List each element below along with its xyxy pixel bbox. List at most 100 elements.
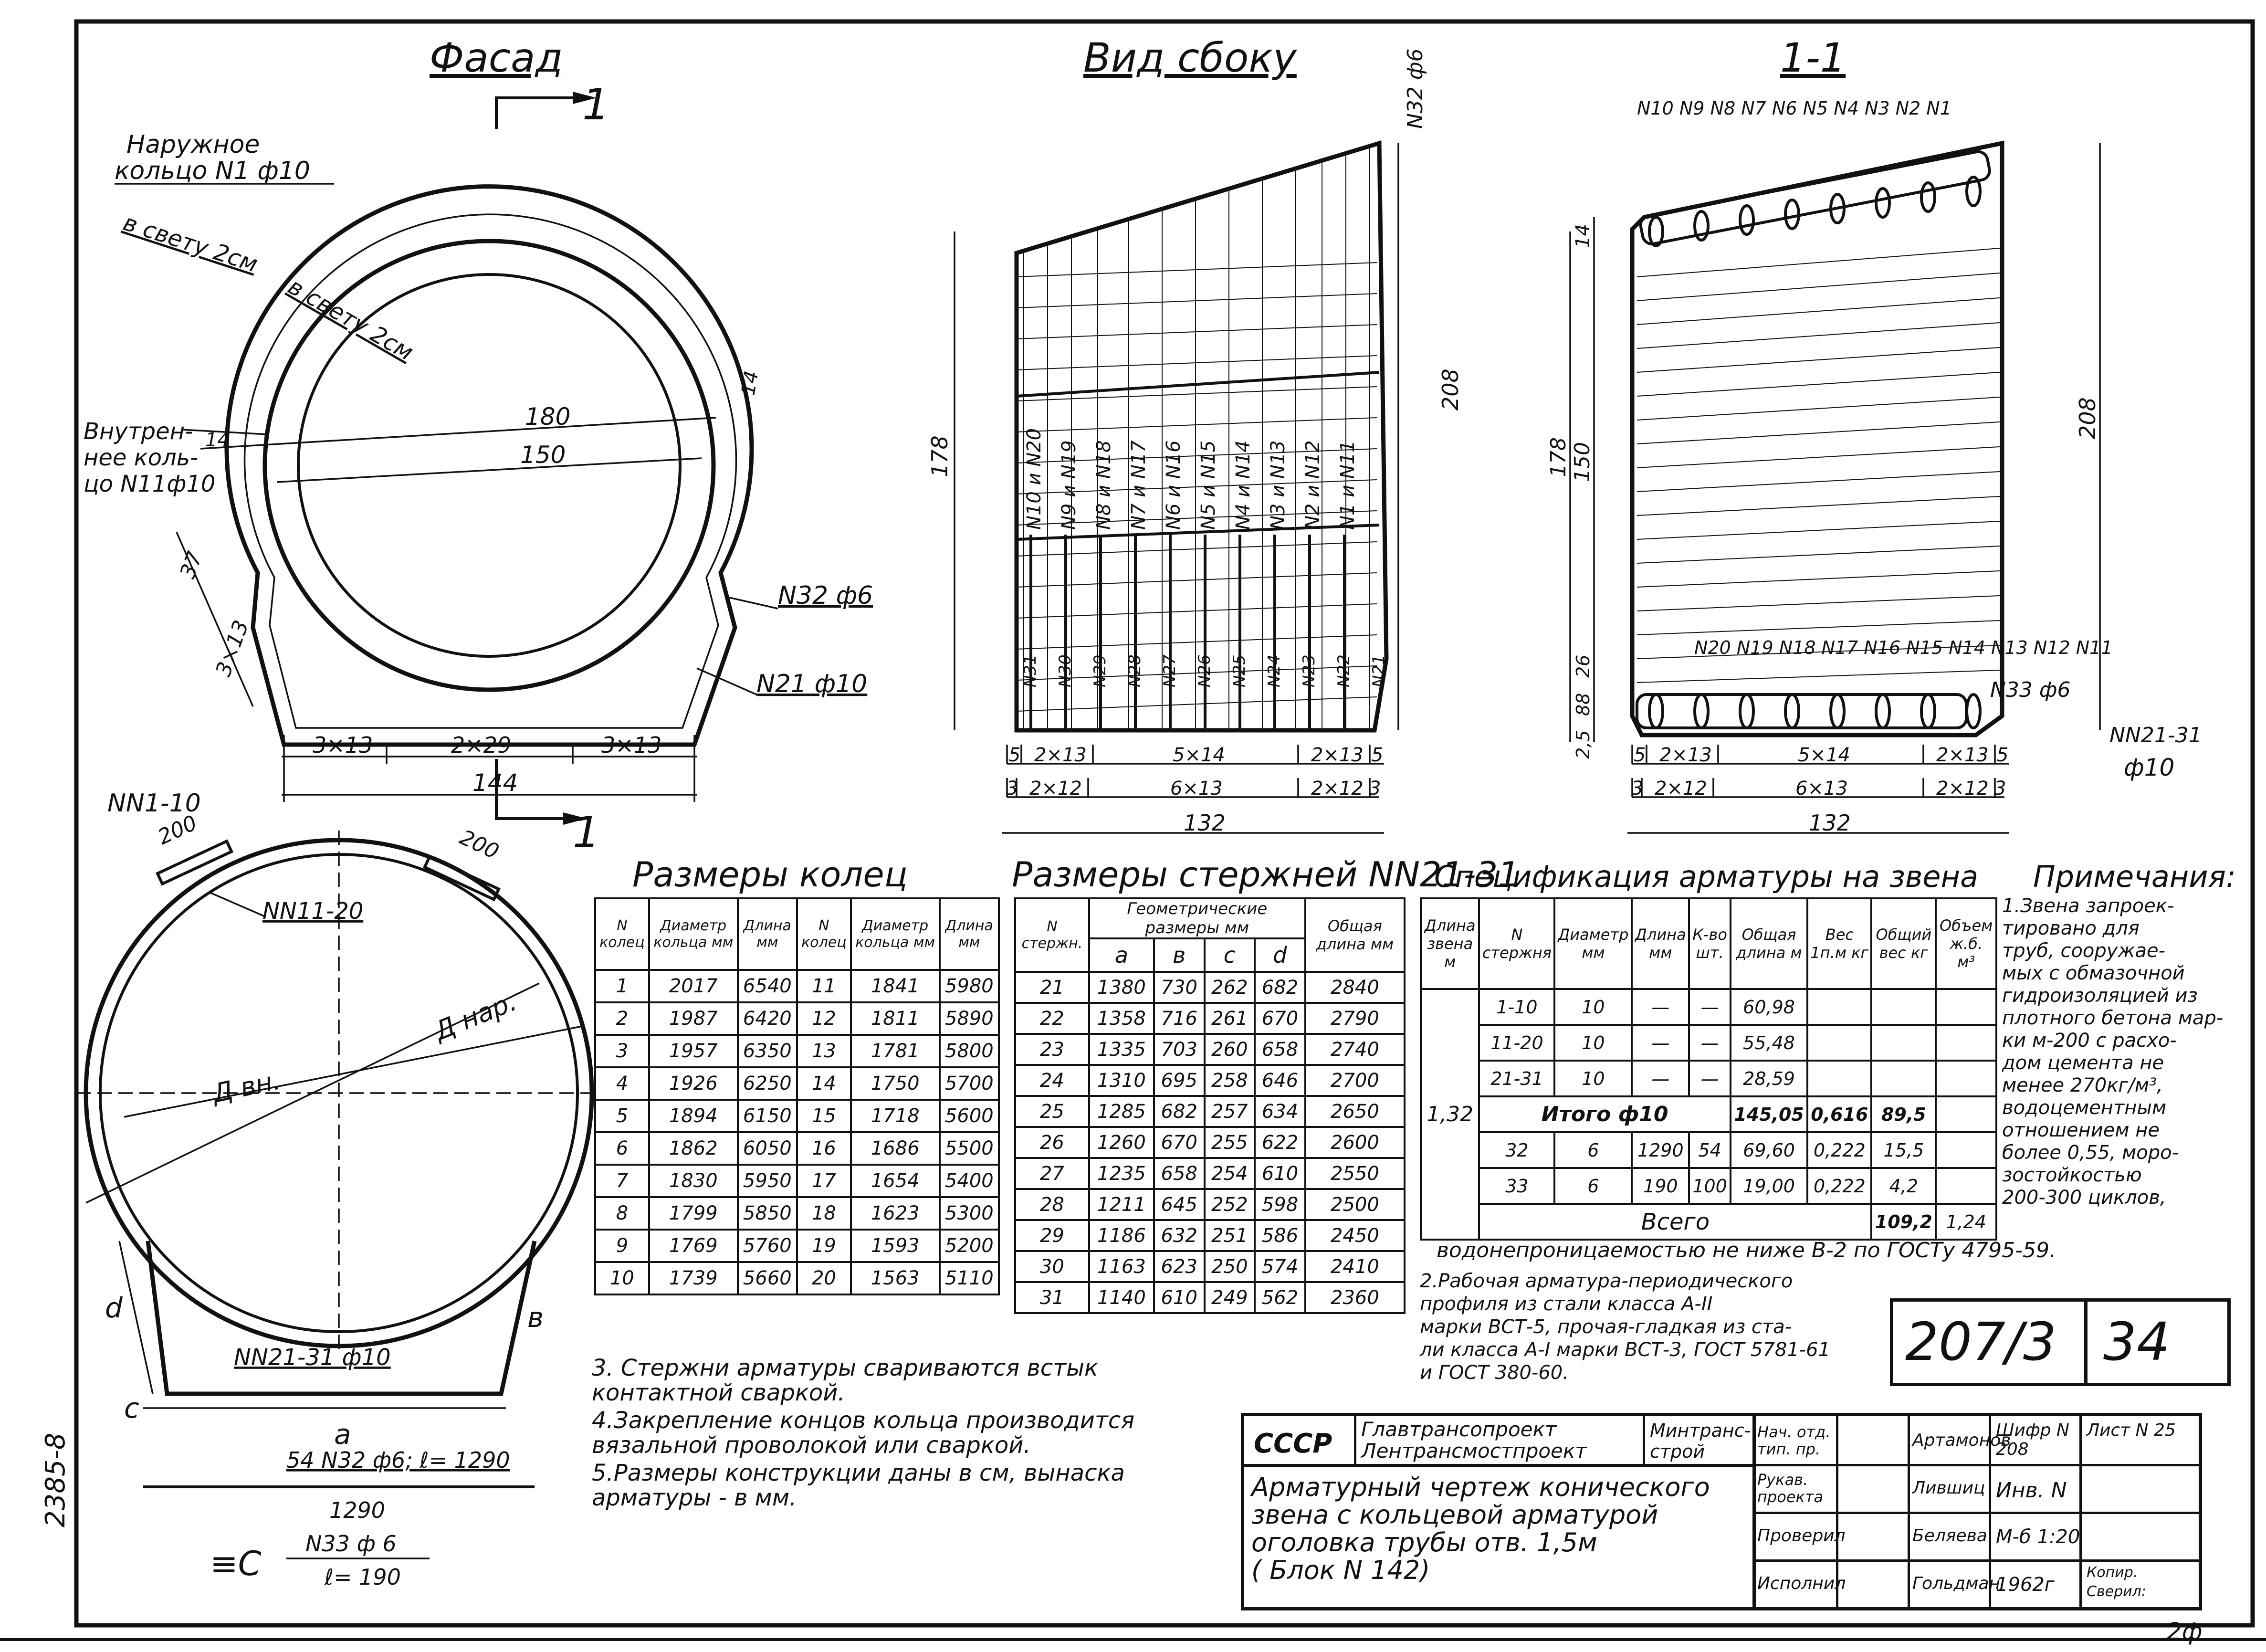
rod-table-col-header: a bbox=[1088, 937, 1155, 973]
ring-table-cell: 5660 bbox=[736, 1261, 798, 1295]
clear-gap-label-1: в свету 2см bbox=[120, 209, 261, 278]
ring-table-cell: 1830 bbox=[648, 1164, 739, 1198]
spec-table-cell: 1-10 bbox=[1478, 988, 1556, 1026]
spec-table-cell: 54 bbox=[1688, 1131, 1731, 1169]
note-5: 5.Размеры конструкции даны в см, вынаска… bbox=[592, 1460, 1125, 1511]
note-4: 4.Закрепление концов кольца производится… bbox=[592, 1407, 1135, 1459]
rod-table-cell: 2550 bbox=[1304, 1157, 1406, 1190]
corner-mark: 2ф bbox=[2167, 1618, 2203, 1645]
section-top-rebar bbox=[1639, 150, 1991, 246]
spec-table-cell: — bbox=[1688, 1060, 1731, 1097]
side-bottom-bar-label: N26 bbox=[1195, 654, 1214, 687]
bent-bar-nn21-31 bbox=[146, 1241, 537, 1396]
spec-table-cell bbox=[1935, 1131, 1997, 1169]
section-layer-line bbox=[1637, 620, 2000, 635]
tb-copy: Копир. bbox=[2087, 1564, 2138, 1581]
side-grid-row bbox=[1016, 603, 1377, 619]
d-outer-label: Д нар. bbox=[429, 987, 521, 1047]
ring-table-cell: 12 bbox=[796, 1001, 852, 1036]
spec-table-cell: — bbox=[1631, 1060, 1690, 1097]
rod-table-cell: 695 bbox=[1153, 1064, 1206, 1097]
ring-table-cell: 5760 bbox=[736, 1229, 798, 1263]
ring-table-cell: 1718 bbox=[850, 1099, 941, 1133]
section-layer-line bbox=[1637, 421, 2000, 444]
ring-table-cell: 5200 bbox=[938, 1229, 1000, 1263]
ring-table-cell: 16 bbox=[796, 1131, 852, 1166]
section-rebar-loop bbox=[1784, 199, 1800, 230]
rod-table-cell: 623 bbox=[1153, 1250, 1206, 1283]
rod-table-cell: 1211 bbox=[1088, 1188, 1155, 1221]
section-rebar-loop bbox=[1920, 181, 1936, 213]
side-bar-label: N8 и N18 bbox=[1093, 440, 1115, 530]
side-bar-label: N2 и N12 bbox=[1302, 440, 1324, 530]
rod-table-cell: 255 bbox=[1203, 1126, 1256, 1159]
ring-table-cell: 6420 bbox=[736, 1001, 798, 1036]
side-stamp: 2385-8 bbox=[40, 1433, 71, 1527]
side-bottom-bar-label: N23 bbox=[1300, 654, 1319, 687]
ring-table-cell: 1987 bbox=[648, 1001, 739, 1036]
ring-table-cell: 2017 bbox=[648, 969, 739, 1003]
rod-table-cell: 645 bbox=[1153, 1188, 1206, 1221]
ring-table-cell: 9 bbox=[594, 1229, 650, 1263]
dim-label-row1: 2×13 bbox=[1659, 744, 1712, 766]
rod-table-cell: 716 bbox=[1153, 1002, 1206, 1035]
ring-table-cell: 20 bbox=[796, 1261, 852, 1295]
side-grid-row bbox=[1016, 324, 1377, 339]
rod-table-cell: 250 bbox=[1203, 1250, 1256, 1283]
section-rebar-loop bbox=[1648, 693, 1664, 729]
side-grid-row bbox=[1016, 572, 1377, 588]
spec-table-header: Общая длина м bbox=[1729, 897, 1809, 990]
rod-table-header-total: Общая длина мм bbox=[1304, 897, 1406, 973]
side-bar-label: N7 и N17 bbox=[1128, 440, 1150, 530]
section-rebar-loop bbox=[1693, 210, 1710, 242]
section-n33-label: N33 ф6 bbox=[1990, 678, 2071, 702]
spec-table-cell: 28,59 bbox=[1729, 1060, 1809, 1097]
side-bar-label: N4 и N14 bbox=[1232, 440, 1254, 530]
rod-table-cell: 252 bbox=[1203, 1188, 1256, 1221]
ring-table-cell: 5500 bbox=[938, 1131, 1000, 1166]
rod-table-cell: 1235 bbox=[1088, 1157, 1155, 1190]
nn11-20-label: NN11-20 bbox=[262, 898, 363, 925]
ring-table-cell: 1686 bbox=[850, 1131, 941, 1166]
section-layer-line bbox=[1637, 645, 2000, 659]
tb-ussr: СССР bbox=[1254, 1428, 1332, 1459]
ring-table-cell: 3 bbox=[594, 1034, 650, 1068]
rod-table-cell: 2450 bbox=[1304, 1219, 1406, 1252]
section-dim-150: 150 bbox=[1570, 442, 1595, 482]
d-inner-label: Д вн. bbox=[209, 1065, 283, 1109]
ring-table-cell: 10 bbox=[594, 1261, 650, 1295]
tb-cipher: Шифр N 208 bbox=[1996, 1421, 2069, 1459]
ring-table-cell: 5400 bbox=[938, 1164, 1000, 1198]
rod-table-cell: 1186 bbox=[1088, 1219, 1155, 1252]
rod-table-cell: 598 bbox=[1254, 1188, 1306, 1221]
spec-table-cell: 32 bbox=[1478, 1131, 1556, 1169]
rod-table-cell: 622 bbox=[1254, 1126, 1306, 1159]
side-grid-row bbox=[1016, 262, 1377, 277]
dim-label-row1: 5 bbox=[1371, 744, 1383, 766]
rod-table-cell: 632 bbox=[1153, 1219, 1206, 1252]
rod-table-cell: 30 bbox=[1014, 1250, 1090, 1283]
rod-table-cell: 24 bbox=[1014, 1064, 1090, 1097]
side-bar-label: N5 и N15 bbox=[1197, 440, 1219, 530]
section-layer-line bbox=[1637, 248, 2000, 277]
rod-table-cell: 682 bbox=[1153, 1095, 1206, 1128]
rod-table-cell: 27 bbox=[1014, 1157, 1090, 1190]
title-block: СССР Главтрансопроект Лентрансмостпроект… bbox=[1241, 1413, 2202, 1610]
ring-table-header: Диаметр кольца мм bbox=[850, 897, 941, 971]
section-layer-line bbox=[1637, 347, 2000, 373]
rod-table-cell: 658 bbox=[1153, 1157, 1206, 1190]
ring-table-cell: 1 bbox=[594, 969, 650, 1003]
facade-dim-bottom-2: 2×29 bbox=[451, 732, 511, 758]
spec-table-header: Общий вес кг bbox=[1870, 897, 1937, 990]
rod-table-cell: 258 bbox=[1203, 1064, 1256, 1097]
side-grid-row bbox=[1016, 510, 1377, 526]
section-rebar-loop bbox=[1965, 693, 1982, 729]
ring-table-header: Длина мм bbox=[938, 897, 1000, 971]
ring-table-cell: 5800 bbox=[938, 1034, 1000, 1068]
spec-table-cell bbox=[1935, 988, 1997, 1026]
